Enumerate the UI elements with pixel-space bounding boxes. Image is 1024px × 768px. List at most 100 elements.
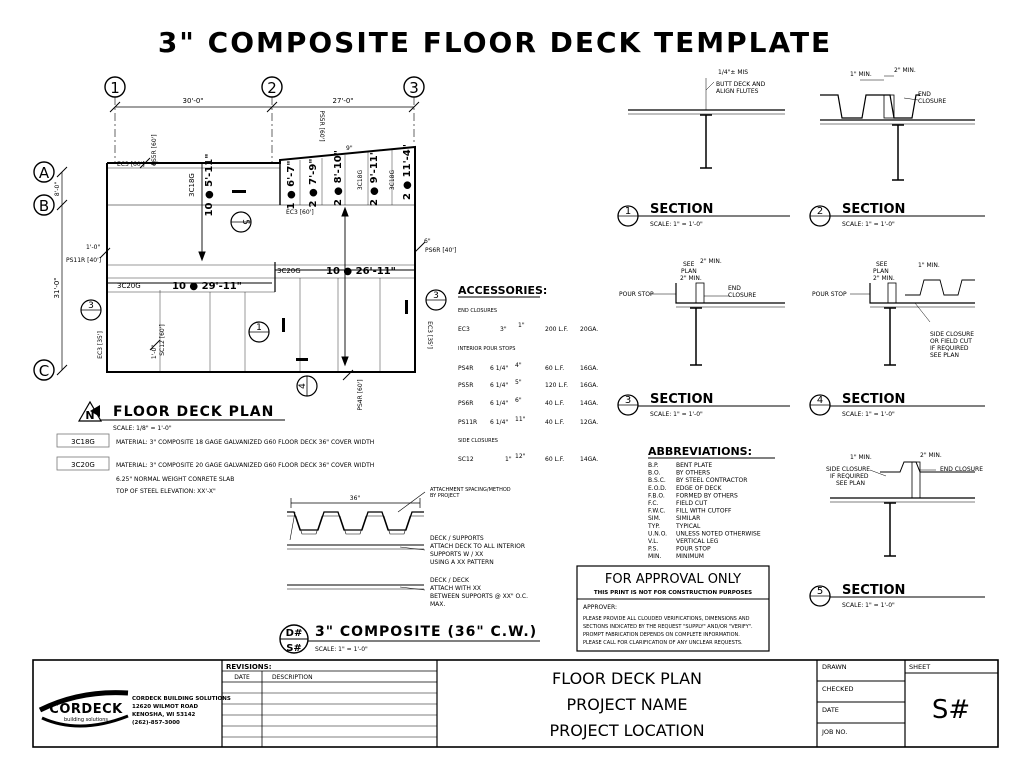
revisions-desc-header: DESCRIPTION (272, 674, 313, 681)
abbreviation-meaning: FORMED BY OTHERS (676, 492, 738, 499)
span-type-5: 3C18G (357, 170, 364, 191)
section-3-note-6: END (728, 285, 741, 292)
section-5-note-6: END CLOSURE (940, 466, 983, 473)
section-2-drawing: 1" MIN. 2" MIN. END CLOSURE (820, 67, 975, 181)
abbreviation-meaning: POUR STOP (676, 546, 711, 553)
dim-top-1: 30'-0" (182, 97, 203, 105)
section-3-note-7: CLOSURE (728, 292, 756, 299)
section-3-label: SECTION (650, 392, 713, 407)
section-2-note-3: END (918, 91, 931, 98)
grid-col-label: 3 (409, 79, 419, 97)
section-1-scale: SCALE: 1" = 1'-0" (650, 221, 703, 228)
grid-column-1: 1 (104, 76, 126, 162)
label-nine: 9" (346, 145, 353, 152)
abbreviation-meaning: FIELD CUT (676, 500, 707, 507)
accessories-interior-head: INTERIOR POUR STOPS (458, 346, 515, 352)
section-mark-3-left: 3 (80, 299, 102, 321)
section-3-note-4: 2" MIN. (700, 258, 722, 265)
span-qty-6: 2 ● 11'-4" (402, 144, 413, 200)
acc-dim-ps4r: 4" (515, 362, 522, 369)
deck-width: 36" (350, 495, 361, 502)
acc-qty-ps11r: 40 L.F. (545, 419, 564, 426)
abbreviation-code: E.O.D. (648, 485, 667, 492)
acc-desc-sc12: 1" (505, 456, 512, 463)
section-4-note-9: SEE PLAN (930, 352, 959, 359)
abbreviations-title: ABBREVIATIONS: (648, 445, 752, 458)
plan-title: FLOOR DECK PLAN (113, 404, 274, 420)
label-ec3-left: EC3 [35'] (97, 331, 104, 359)
acc-dim-ps11r: 11" (515, 416, 526, 423)
section-4-note-5: POUR STOP (812, 291, 847, 298)
span-type-lower-left: 3C20G (117, 282, 141, 290)
section-3-drawing: SEE PLAN 2" MIN. 2" MIN. POUR STOP END C… (619, 258, 785, 366)
label-ps5r-top2: PS5R [60'] (318, 110, 325, 141)
span-qty-3: 2 ● 7'-9" (308, 159, 319, 208)
acc-dim-ps6r: 6" (515, 397, 522, 404)
svg-text:1: 1 (256, 323, 262, 333)
plan-scale: SCALE: 1/8" = 1'-0" (113, 425, 172, 432)
acc-id-sc12: SC12 (458, 456, 474, 463)
section-4-note-2: PLAN (873, 268, 889, 275)
dim-left-1: 8'-0" (54, 182, 61, 196)
section-1-note-1: 1/4"± MIS (718, 69, 748, 76)
legend-text-3c18g: MATERIAL: 3" COMPOSITE 18 GAGE GALVANIZE… (116, 439, 374, 446)
revisions-date-header: DATE (234, 674, 250, 681)
accessories-title: ACCESSORIES: (458, 284, 547, 297)
grid-row-b: B (33, 194, 55, 216)
legend-text-3c20g: MATERIAL: 3" COMPOSITE 20 GAGE GALVANIZE… (116, 462, 374, 469)
logo-wordmark: CORDECK (49, 702, 123, 717)
approval-box: FOR APPROVAL ONLY THIS PRINT IS NOT FOR … (576, 565, 770, 652)
logo-subtitle: building solutions (64, 717, 108, 723)
abbreviation-code: V.L. (648, 538, 659, 545)
acc-desc-ec3: 3" (500, 326, 507, 333)
abbreviation-code: B.O. (648, 470, 661, 477)
section-2-label: SECTION (842, 202, 905, 217)
section-5-label: SECTION (842, 583, 905, 598)
span-type-lower-right: 3C20G (277, 267, 301, 275)
abbreviation-meaning: EDGE OF DECK (676, 485, 722, 492)
section-3-scale: SCALE: 1" = 1'-0" (650, 411, 703, 418)
acc-ga-sc12: 14GA. (580, 456, 598, 463)
abbreviation-code: F.W.C. (648, 508, 666, 515)
section-5-note-4: IF REQUIRED (830, 473, 869, 480)
section-1-drawing: 1/4"± MIS BUTT DECK AND ALIGN FLUTES (628, 69, 785, 169)
label-ps11r-dim: 1'-0" (86, 244, 100, 251)
section-4-note-3: 2" MIN. (873, 275, 895, 282)
project-location: PROJECT LOCATION (549, 721, 704, 740)
section-mark-5: 5 (230, 211, 252, 233)
supports-note-4: USING A XX PATTERN (430, 559, 494, 566)
acc-id-ps5r: PS5R (458, 382, 473, 389)
acc-desc-ps6r: 6 1/4" (490, 400, 508, 407)
abbreviation-code: B.P. (648, 462, 659, 469)
label-six-right: 6" (424, 238, 431, 245)
acc-desc-ps11r: 6 1/4" (490, 419, 508, 426)
grid-column-3: 3 (403, 76, 425, 145)
acc-ga-ps5r: 16GA. (580, 382, 598, 389)
section-2-title: 2 SECTION SCALE: 1" = 1'-0" (809, 202, 985, 228)
grid-col-label: 1 (110, 79, 120, 97)
drawn-label: DRAWN (822, 663, 847, 671)
section-4-scale: SCALE: 1" = 1'-0" (842, 411, 895, 418)
label-ps11r: PS11R [40'] (66, 257, 101, 264)
span-qty-2: 1 ● 6'-7" (286, 161, 297, 210)
grid-row-label: A (39, 164, 50, 182)
sheet-label: SHEET (909, 663, 930, 671)
span-type-6: 3C18G (389, 170, 396, 191)
section-3-title: 3 SECTION SCALE: 1" = 1'-0" (617, 392, 790, 418)
project-name: PROJECT NAME (566, 695, 687, 714)
legend-tag-3c20g: 3C20G (71, 461, 95, 469)
abbreviation-code: F.C. (648, 500, 659, 507)
acc-qty-ps4r: 60 L.F. (545, 365, 564, 372)
approval-subtitle: THIS PRINT IS NOT FOR CONSTRUCTION PURPO… (594, 590, 752, 596)
acc-ga-ps6r: 14GA. (580, 400, 598, 407)
label-dim-1ft: 1'-0" (151, 345, 158, 359)
dim-top-2: 27'-0" (332, 97, 353, 105)
acc-desc-ps4r: 6 1/4" (490, 365, 508, 372)
label-sc12: SC12 [60'] (159, 324, 166, 356)
grid-column-2: 2 (261, 76, 283, 162)
section-5-scale: SCALE: 1" = 1'-0" (842, 602, 895, 609)
section-3-note-2: PLAN (681, 268, 697, 275)
note-slab: 6.25" NORMAL WEIGHT CONRETE SLAB (116, 476, 234, 483)
abbreviation-meaning: FILL WITH CUTOFF (676, 508, 732, 515)
